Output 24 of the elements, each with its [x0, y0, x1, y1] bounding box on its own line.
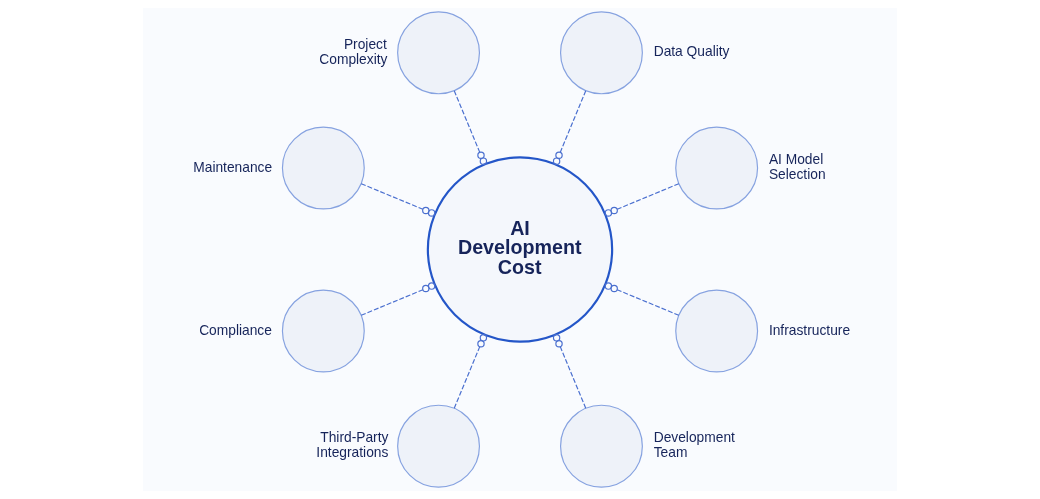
- node-label: Data Quality: [653, 44, 730, 60]
- node-label: AI Model Selection: [768, 152, 826, 183]
- connector: [360, 183, 436, 217]
- node-circle: [559, 404, 643, 488]
- node-circle: [397, 404, 481, 488]
- node-circle: [559, 11, 643, 95]
- node-circle: [675, 126, 759, 210]
- node-circle: [675, 289, 759, 373]
- node-label: Maintenance: [193, 159, 273, 175]
- connector: [604, 183, 680, 217]
- connector: [453, 334, 488, 409]
- node-circle: [397, 11, 481, 95]
- node-label: Project Complexity: [319, 37, 388, 67]
- node-circle: [281, 289, 365, 373]
- node-label: Infrastructure: [768, 322, 851, 338]
- node-circle: [281, 126, 365, 210]
- connector: [453, 90, 488, 165]
- connector: [360, 282, 436, 316]
- connector: [552, 90, 587, 165]
- connector: [604, 282, 680, 316]
- connector: [552, 334, 587, 409]
- node-label: Development Team: [653, 430, 735, 461]
- node-label: Compliance: [199, 322, 272, 338]
- node-label: Third-Party Integrations: [316, 430, 389, 461]
